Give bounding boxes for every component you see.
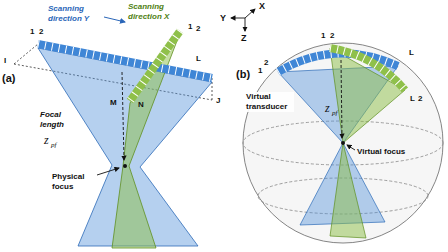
label-anchor: 1 xyxy=(188,22,192,32)
dimension-subscript: pf xyxy=(332,109,337,117)
label-anchor: 1 xyxy=(258,66,262,76)
green-cone xyxy=(330,143,366,238)
element-number: 2 xyxy=(39,27,43,37)
element-marker: J xyxy=(216,96,220,106)
label-anchor: pf xyxy=(332,109,337,117)
virtual-green-array xyxy=(330,48,405,90)
dimension-label: Focal length xyxy=(40,110,78,130)
focus-dot xyxy=(341,141,345,145)
element-number: 2 xyxy=(330,31,334,41)
label-anchor: 1 xyxy=(30,27,34,37)
panel-label: (b) xyxy=(236,68,250,81)
axis-label: Z xyxy=(241,33,247,44)
element-marker: I xyxy=(4,56,6,66)
label-anchor: L xyxy=(196,54,201,64)
element-number: 1 xyxy=(258,66,262,76)
axis-arrow xyxy=(231,18,245,19)
label-anchor: J xyxy=(216,96,220,106)
dimension-symbol: z xyxy=(44,134,49,146)
element-number: L xyxy=(410,94,415,104)
grid-line xyxy=(14,44,38,64)
label-anchor: L xyxy=(410,94,415,104)
element-number: L xyxy=(196,54,201,64)
element-number: L xyxy=(409,48,414,58)
label-anchor: z xyxy=(325,102,330,114)
label-anchor: N xyxy=(138,100,144,110)
label-anchor: Physical focus xyxy=(52,172,96,192)
label-anchor: Virtual transducer xyxy=(246,92,294,112)
sphere xyxy=(243,43,443,243)
axis-label: Y xyxy=(220,13,226,24)
axis-arrow xyxy=(245,9,255,18)
label-anchor: Scanning direction X xyxy=(128,2,178,22)
element-marker: M xyxy=(110,98,117,108)
label-anchor: 1 xyxy=(321,31,325,41)
leader-line xyxy=(97,168,119,175)
label-anchor: Z xyxy=(241,33,247,44)
panel-label: (a) xyxy=(2,72,15,85)
element-marker: N xyxy=(138,100,144,110)
label-anchor: (a) xyxy=(2,72,15,85)
direction-label: Scanning direction X xyxy=(128,2,178,22)
axis-arrow xyxy=(245,18,246,31)
label-anchor: X xyxy=(259,1,265,12)
array-elements xyxy=(330,48,405,90)
label-anchor: I xyxy=(4,56,6,66)
element-number: 1 xyxy=(321,31,325,41)
focal-length-line xyxy=(341,60,342,138)
array-elements xyxy=(38,44,212,78)
label-anchor: (b) xyxy=(236,68,250,81)
focus-label: Virtual focus xyxy=(357,147,405,157)
focus-dot xyxy=(123,164,127,168)
element-number: 1 xyxy=(30,27,34,37)
label-anchor: Y xyxy=(220,13,226,24)
direction-label: Scanning direction Y xyxy=(48,4,102,24)
element-number: 1 xyxy=(188,22,192,32)
label-anchor: 2 xyxy=(264,58,268,68)
green-array xyxy=(130,31,180,101)
label-anchor: Focal length xyxy=(40,110,78,130)
dimension-symbol: z xyxy=(325,102,330,114)
label-anchor: Virtual focus xyxy=(357,147,405,157)
scan-arrow xyxy=(104,17,125,22)
label-anchor: L xyxy=(409,48,414,58)
element-number: 2 xyxy=(196,24,200,34)
label-anchor: 2 xyxy=(39,27,43,37)
label-anchor: 2 xyxy=(330,31,334,41)
blue-array xyxy=(38,44,212,78)
dimension-subscript: pf xyxy=(51,141,56,149)
grid-line xyxy=(212,78,213,100)
axis-label: X xyxy=(259,1,265,12)
element-number: 2 xyxy=(264,58,268,68)
focus-label: Physical focus xyxy=(52,172,96,192)
label-anchor: Scanning direction Y xyxy=(48,4,102,24)
array-elements xyxy=(130,31,180,101)
label-anchor: 2 xyxy=(196,24,200,34)
label-anchor: 2 xyxy=(418,94,422,104)
element-number: 2 xyxy=(418,94,422,104)
label-anchor: M xyxy=(110,98,117,108)
virtual-array-label: Virtual transducer xyxy=(246,92,294,112)
label-anchor: pf xyxy=(51,141,56,149)
label-anchor: z xyxy=(44,134,49,146)
leader-line xyxy=(347,145,355,150)
focal-length-line xyxy=(122,72,124,160)
